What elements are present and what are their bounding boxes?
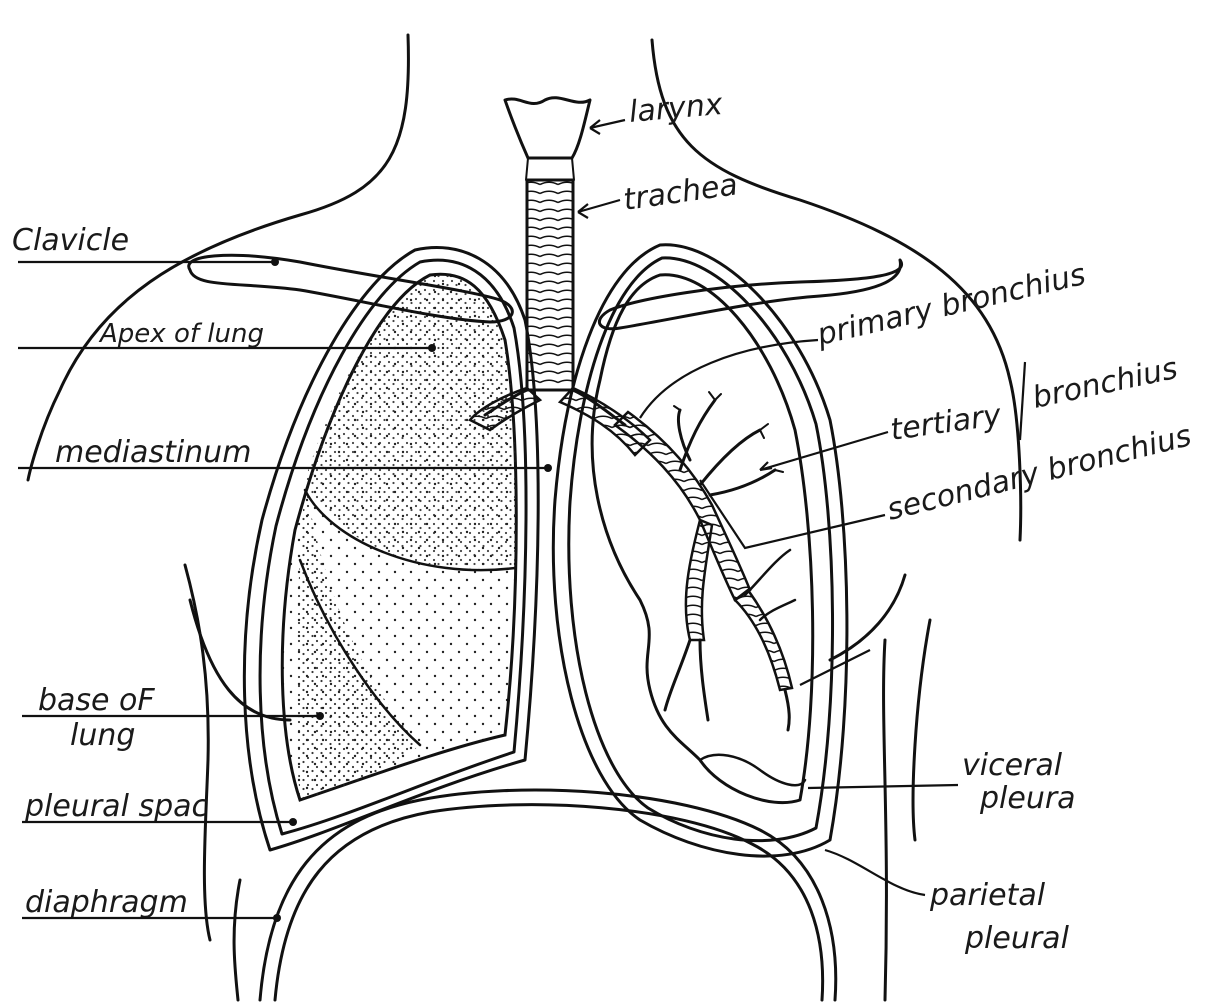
- label-tertiary: tertiary: [888, 398, 1004, 448]
- label-diaphragm: diaphragm: [25, 885, 188, 920]
- label-clavicle: Clavicle: [12, 223, 129, 258]
- label-parietal-2: pleural: [964, 921, 1070, 956]
- label-larynx: larynx: [628, 87, 725, 130]
- diaphragm-shape: [260, 790, 836, 1000]
- label-parietal-1: parietal: [929, 878, 1046, 913]
- label-visceral-1: viceral: [962, 748, 1063, 783]
- label-base-2: lung: [70, 718, 135, 753]
- label-bronchius: bronchius: [1029, 351, 1180, 416]
- label-visceral-2: pleura: [979, 781, 1076, 816]
- label-mediastinum: mediastinum: [55, 435, 251, 470]
- label-primary-bronchius: primary bronchius: [813, 257, 1089, 353]
- label-trachea: trachea: [621, 167, 740, 218]
- label-pleural-space: pleural spac: [24, 789, 208, 824]
- bronchial-tree: [615, 392, 795, 730]
- right-lung: [244, 248, 538, 850]
- label-base-1: base oF: [38, 683, 155, 718]
- label-apex: Apex of lung: [98, 319, 264, 349]
